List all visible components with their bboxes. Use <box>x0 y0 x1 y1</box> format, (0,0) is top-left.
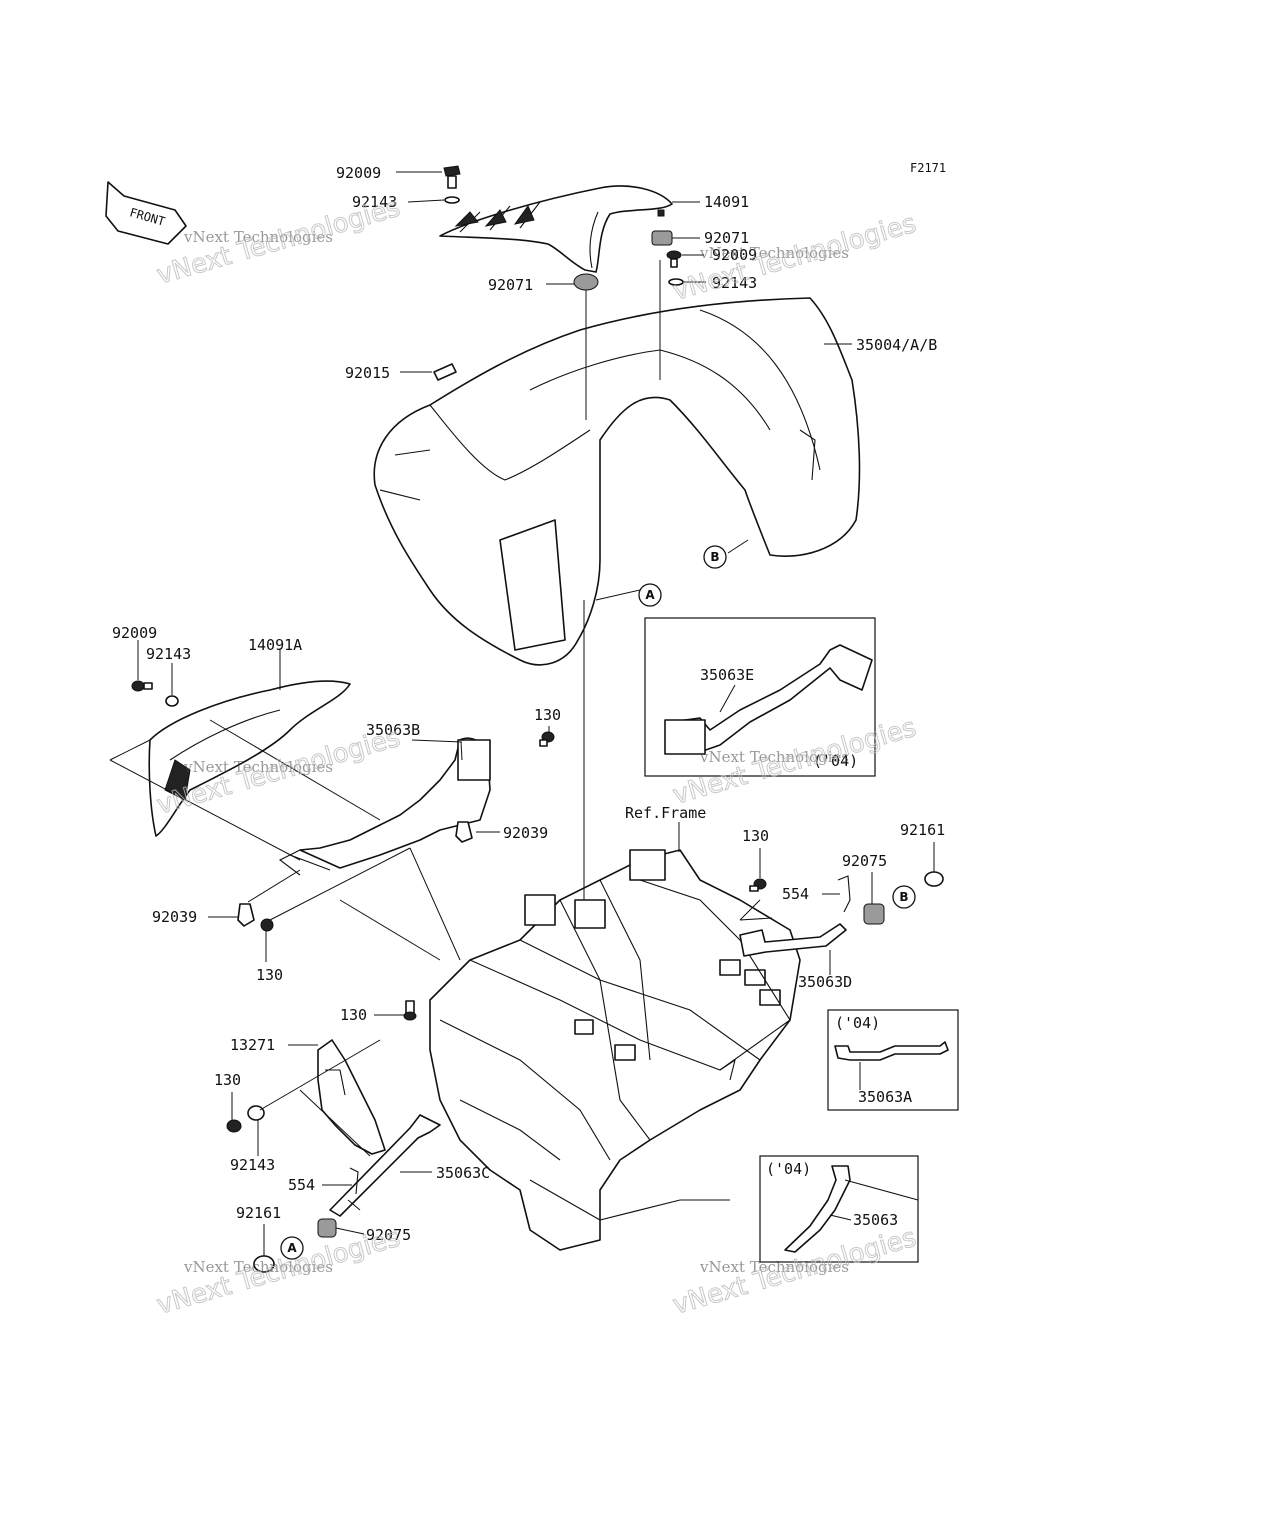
callout-04-a: ('04) <box>835 1014 880 1032</box>
callout-13271: 13271 <box>230 1036 275 1054</box>
callout-92075-b: 92075 <box>366 1226 411 1244</box>
callout-35063E: 35063E <box>700 666 754 684</box>
svg-text:vNext Technologies: vNext Technologies <box>699 1258 849 1276</box>
front-arrow-icon: FRONT <box>105 181 187 245</box>
cap-92161-a-icon <box>924 871 944 887</box>
bolt-130-e-icon <box>226 1119 242 1133</box>
callout-14091: 14091 <box>704 193 749 211</box>
marker-a-bottom: A <box>280 1236 304 1260</box>
bolt-130-b-icon <box>260 918 274 932</box>
front-fender-35004 <box>373 297 861 666</box>
callout-04-e: ('04) <box>813 752 858 770</box>
watermark-bottom-left: vNext Technologies vNext Technologies <box>153 1222 404 1321</box>
callout-35004: 35004/A/B <box>856 336 937 354</box>
callout-labels: 92009 92143 14091 92071 92009 92143 9207… <box>112 164 945 1244</box>
bolt-92009-top-icon <box>443 165 461 189</box>
grommet-92075-a-icon <box>863 903 885 925</box>
marker-b-top: B <box>703 545 727 569</box>
pin-554-b-icon <box>349 1167 359 1195</box>
callout-92009-left: 92009 <box>112 624 157 642</box>
callout-92071-right: 92071 <box>704 229 749 247</box>
callout-92039-b: 92039 <box>152 908 197 926</box>
marker-b-right: B <box>892 885 916 909</box>
top-cover-14091 <box>439 185 673 273</box>
callout-92161-b: 92161 <box>236 1204 281 1222</box>
bolt-92009-left-icon <box>131 680 153 692</box>
ref-frame-label: Ref.Frame <box>625 804 706 822</box>
svg-text:B: B <box>710 550 719 564</box>
svg-text:vNext Technologies: vNext Technologies <box>183 1258 333 1276</box>
callout-92071-left: 92071 <box>488 276 533 294</box>
clip-92015-icon <box>433 363 457 381</box>
callout-130-c: 130 <box>742 827 769 845</box>
washer-92143-top-icon <box>444 196 460 204</box>
bolt-92009-right-icon <box>666 250 682 268</box>
svg-text:A: A <box>645 588 655 602</box>
detail-box-35063 <box>759 1155 919 1263</box>
washer-92143-b-icon <box>247 1105 265 1121</box>
grommet-92075-b-icon <box>317 1218 337 1238</box>
callout-130-a: 130 <box>534 706 561 724</box>
bracket-35063D <box>739 923 847 957</box>
svg-text:vNext Technologies: vNext Technologies <box>699 244 849 262</box>
callout-92143-b: 92143 <box>230 1156 275 1174</box>
callout-92143-right: 92143 <box>712 274 757 292</box>
grommet-92071-left-icon <box>573 273 599 291</box>
leader-lines <box>109 171 935 1256</box>
svg-text:vNext Technologies: vNext Technologies <box>183 758 333 776</box>
callout-04-f: ('04) <box>766 1160 811 1178</box>
washer-92143-right-icon <box>668 278 684 286</box>
callout-92075-a: 92075 <box>842 852 887 870</box>
detail-box-35063A <box>827 1009 959 1111</box>
watermark-bottom-right: vNext Technologies vNext Technologies <box>669 1222 920 1321</box>
bracket-35063C <box>329 1114 441 1217</box>
frame <box>429 849 801 1251</box>
watermark-top-right: vNext Technologies vNext Technologies <box>669 208 920 307</box>
watermark-top-left: vNext Technologies vNext Technologies <box>153 192 404 291</box>
callout-130-e: 130 <box>214 1071 241 1089</box>
svg-text:B: B <box>899 890 908 904</box>
figure-code: F2171 <box>910 161 946 175</box>
callout-92009-top: 92009 <box>336 164 381 182</box>
callout-130-d: 130 <box>340 1006 367 1024</box>
svg-text:vNext Technologies: vNext Technologies <box>183 228 333 246</box>
callout-35063A: 35063A <box>858 1088 912 1106</box>
callout-92161-a: 92161 <box>900 821 945 839</box>
bracket-35063B <box>278 737 491 876</box>
callout-92039-a: 92039 <box>503 824 548 842</box>
bolt-130-c-icon <box>749 878 767 892</box>
side-cover-14091A <box>148 680 351 837</box>
callout-14091A: 14091A <box>248 636 302 654</box>
bolt-130-a-icon <box>539 731 555 747</box>
detail-box-35063E <box>644 617 876 777</box>
callout-92143-top: 92143 <box>352 193 397 211</box>
clip-92039-a-icon <box>455 821 473 843</box>
callout-92015: 92015 <box>345 364 390 382</box>
bolt-130-d-icon <box>403 1000 417 1021</box>
svg-text:vNext Technologies: vNext Technologies <box>699 748 849 766</box>
marker-a-top: A <box>638 583 662 607</box>
callout-92009-right: 92009 <box>712 246 757 264</box>
callout-35063D: 35063D <box>798 973 852 991</box>
callout-35063C: 35063C <box>436 1164 490 1182</box>
callout-35063: 35063 <box>853 1211 898 1229</box>
clip-92039-b-icon <box>237 903 255 927</box>
callout-554-b: 554 <box>288 1176 315 1194</box>
callout-35063B: 35063B <box>366 721 420 739</box>
shield-13271 <box>317 1039 386 1155</box>
svg-text:A: A <box>287 1241 297 1255</box>
callout-92143-left: 92143 <box>146 645 191 663</box>
callout-130-b: 130 <box>256 966 283 984</box>
grommet-92071-right-icon <box>651 209 673 246</box>
pin-554-a-icon <box>837 875 851 913</box>
washer-92143-left-icon <box>165 695 179 707</box>
callout-554-a: 554 <box>782 885 809 903</box>
